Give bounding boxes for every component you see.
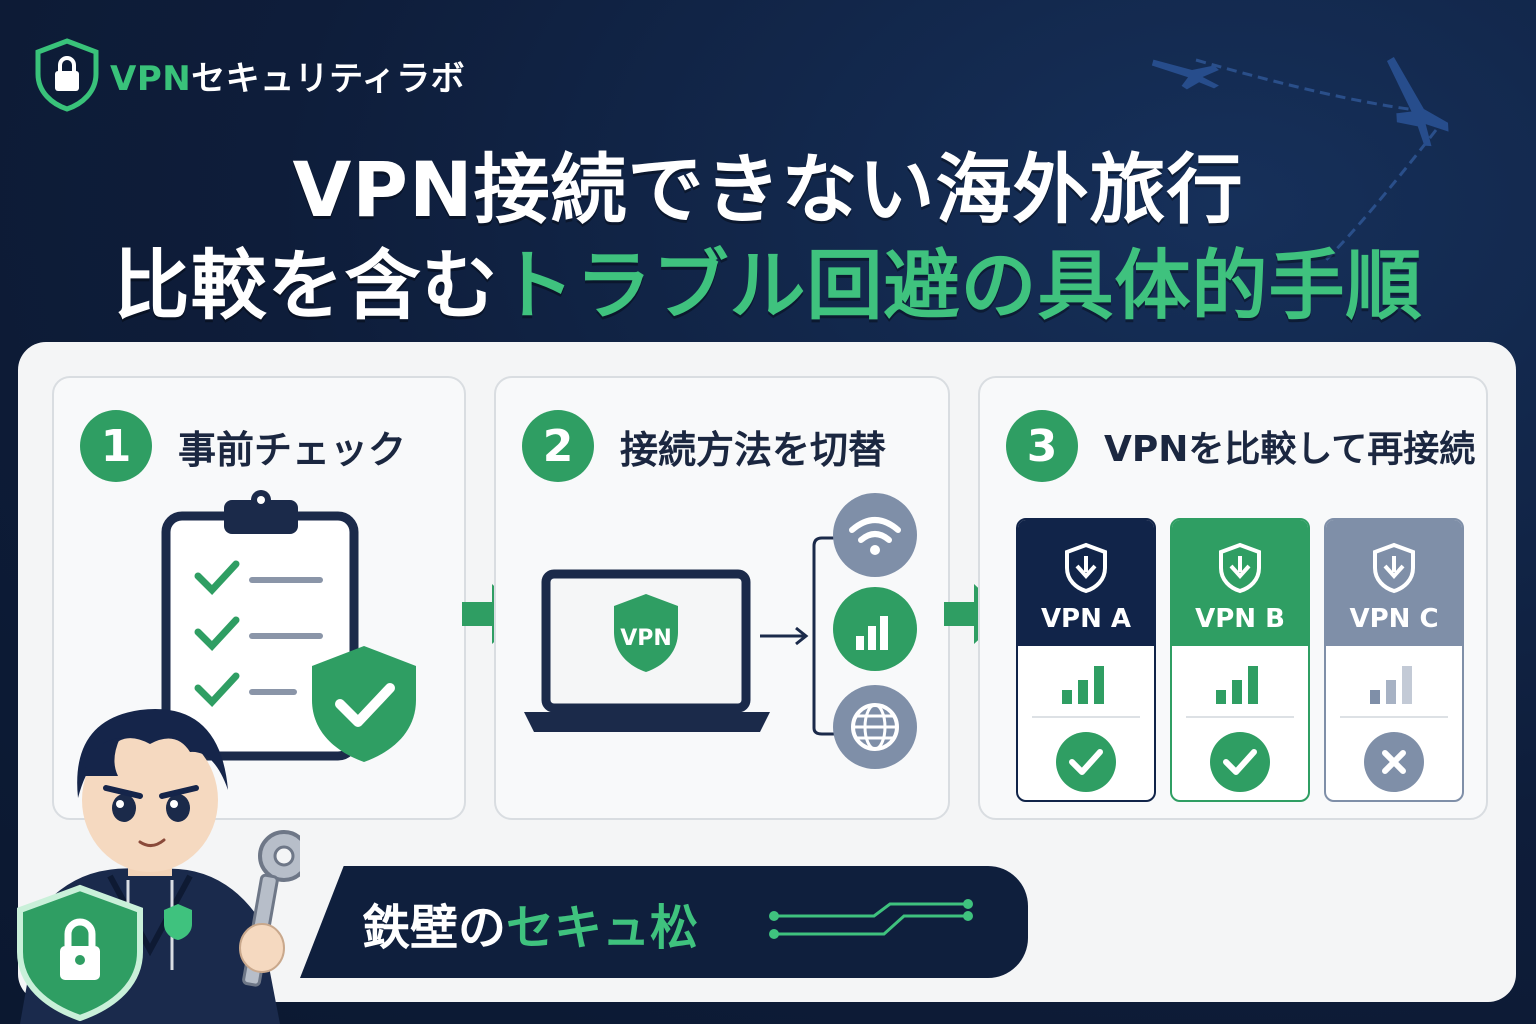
step-header-3: 3 VPNを比較して再接続 bbox=[1006, 410, 1475, 482]
wifi-icon bbox=[833, 493, 917, 577]
brand-logo: VPNセキュリティラボ bbox=[34, 38, 465, 112]
globe-icon bbox=[833, 685, 917, 769]
signal-icon bbox=[833, 587, 917, 671]
laptop-icon bbox=[524, 569, 770, 732]
headline-line2-white: 比較を含む bbox=[113, 241, 499, 330]
mascot-character bbox=[17, 709, 300, 1024]
signal-bars-icon bbox=[1370, 666, 1412, 704]
airplane-icon bbox=[1151, 57, 1449, 262]
circuit-decoration bbox=[769, 899, 973, 939]
brand-name-prefix: VPN bbox=[110, 58, 192, 99]
step-number-1: 1 bbox=[80, 410, 152, 482]
shield-icon bbox=[1219, 542, 1261, 594]
vpn-b-name: VPN B bbox=[1195, 604, 1285, 634]
headline-line1: VPN接続できない海外旅行 bbox=[292, 145, 1244, 234]
shield-icon bbox=[1373, 542, 1415, 594]
signal-bars-icon bbox=[1062, 666, 1104, 704]
check-icon bbox=[1210, 732, 1270, 792]
brand-name: VPNセキュリティラボ bbox=[110, 51, 465, 100]
shield-icon bbox=[1065, 542, 1107, 594]
connection-brackets bbox=[760, 536, 836, 736]
brand-name-suffix: セキュリティラボ bbox=[191, 58, 466, 99]
close-icon bbox=[1364, 732, 1424, 792]
step-label-3: VPNを比較して再接続 bbox=[1104, 429, 1476, 470]
vpn-option-a: VPN A bbox=[1016, 518, 1156, 802]
vpn-c-name: VPN C bbox=[1349, 604, 1439, 634]
shield-lock-icon bbox=[35, 38, 99, 112]
headline-line2: 比較を含むトラブル回避の具体的手順 bbox=[0, 224, 1536, 334]
step-number-2: 2 bbox=[522, 410, 594, 482]
mascot-name-banner bbox=[300, 866, 1028, 978]
mascot-name-white: 鉄壁の bbox=[362, 900, 507, 956]
step-number-3: 3 bbox=[1006, 410, 1078, 482]
step-card-2: 2 接続方法を切替 VPN bbox=[494, 376, 950, 820]
arrow-right-icon bbox=[944, 584, 1006, 644]
step-label-2: 接続方法を切替 bbox=[620, 427, 887, 472]
step-header-2: 2 接続方法を切替 bbox=[522, 410, 886, 482]
laptop-vpn-badge: VPN bbox=[620, 626, 672, 651]
clipboard-checklist-icon bbox=[161, 490, 416, 762]
mascot-name-green: セキュ松 bbox=[506, 900, 699, 956]
step-label-1: 事前チェック bbox=[178, 427, 407, 472]
vpn-a-name: VPN A bbox=[1040, 604, 1132, 634]
headline-line2-green: トラブル回避の具体的手順 bbox=[498, 241, 1423, 330]
arrow-right-icon bbox=[462, 584, 524, 644]
vpn-option-c: VPN C bbox=[1324, 518, 1464, 802]
check-icon bbox=[1056, 732, 1116, 792]
mascot-name: 鉄壁のセキュ松 bbox=[362, 888, 698, 958]
signal-bars-icon bbox=[1216, 666, 1258, 704]
vpn-option-b: VPN B bbox=[1170, 518, 1310, 802]
step-header-1: 1 事前チェック bbox=[80, 410, 406, 482]
